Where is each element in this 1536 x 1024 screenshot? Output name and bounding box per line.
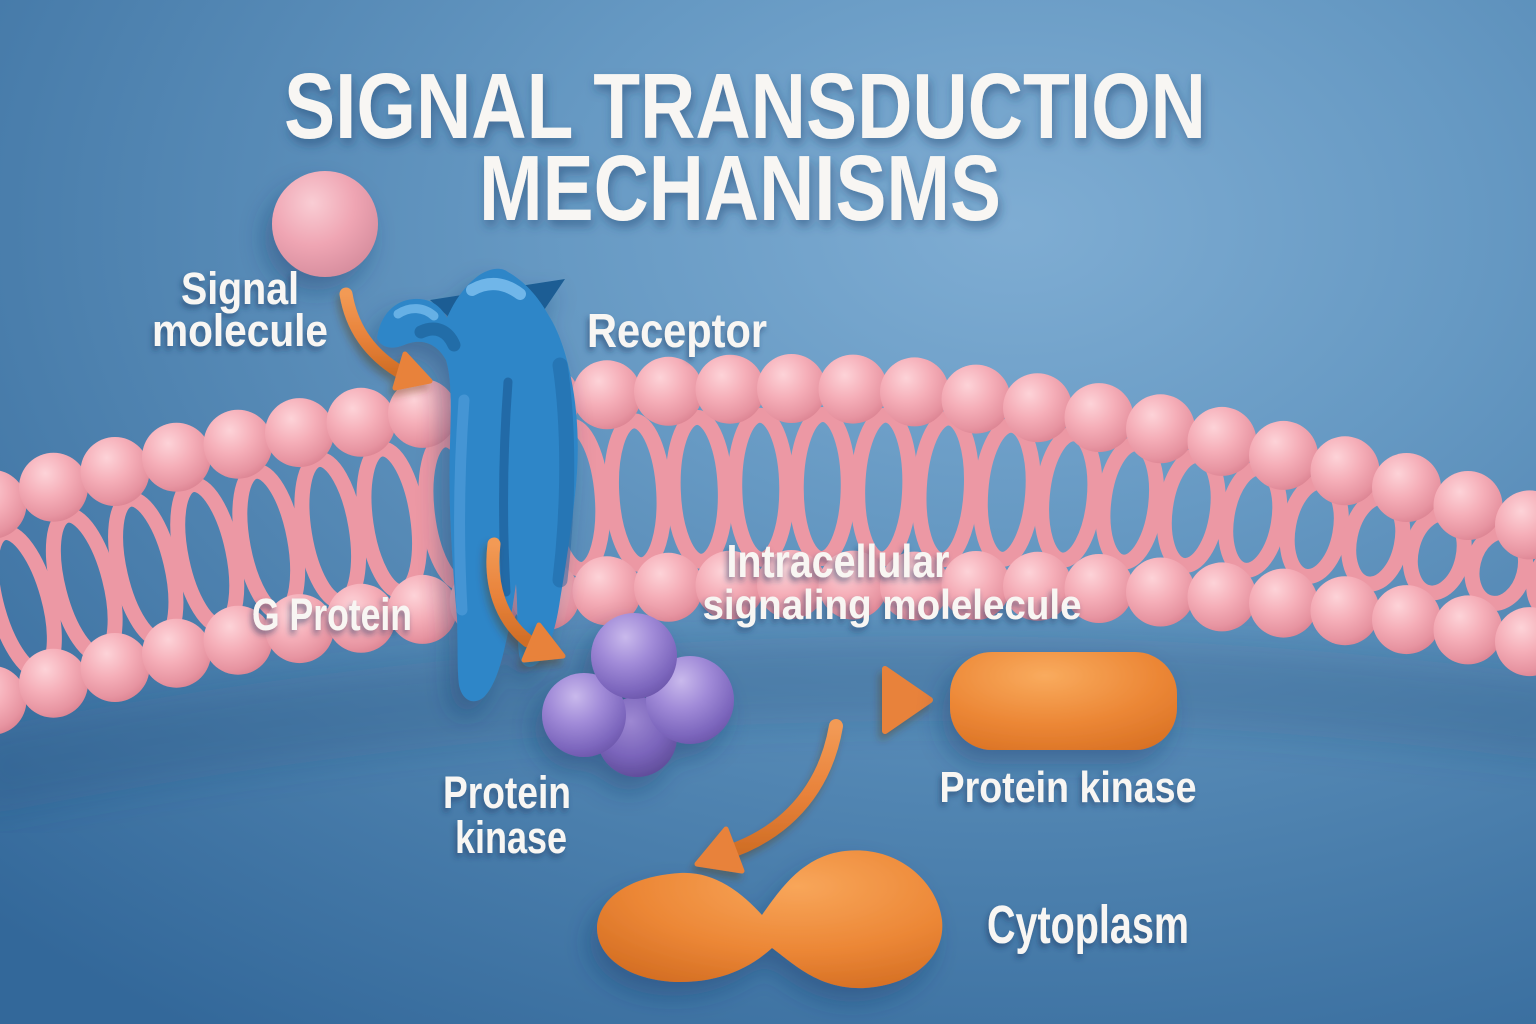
lipid-head bbox=[142, 618, 211, 688]
cytoplasm-protein-blob bbox=[597, 850, 943, 989]
lipid-tail bbox=[665, 409, 733, 569]
lipid-head bbox=[1310, 576, 1380, 646]
receptor-highlight-left bbox=[454, 394, 470, 616]
lipid-head bbox=[695, 354, 765, 424]
label-signal-molecule-line2: molecule bbox=[152, 305, 328, 356]
lipid-head bbox=[1495, 607, 1536, 677]
lipid-tail bbox=[1526, 543, 1536, 623]
label-intracellular-line1: Intracellular bbox=[727, 535, 950, 587]
title-line-1: SIGNAL TRANSDUCTION bbox=[284, 54, 1206, 158]
lipid-head bbox=[757, 550, 826, 619]
lipid-head bbox=[388, 574, 457, 644]
receptor-mouth-shade bbox=[414, 322, 461, 352]
g-protein-cluster bbox=[542, 613, 734, 777]
lipid-head bbox=[572, 360, 642, 430]
lipid-head bbox=[1495, 490, 1536, 560]
lipid-head bbox=[880, 551, 949, 621]
lipid-head bbox=[1249, 420, 1318, 490]
lipid-head bbox=[757, 354, 826, 423]
label-protein-kinase-right: Protein kinase bbox=[940, 763, 1197, 812]
label-receptor: Receptor bbox=[587, 305, 767, 358]
label-cytoplasm: Cytoplasm bbox=[987, 895, 1189, 955]
lipid-tail bbox=[727, 407, 795, 567]
lipid-head bbox=[941, 364, 1011, 434]
receptor-highlight-dome bbox=[466, 278, 526, 300]
lipid-head bbox=[142, 422, 211, 492]
lipid-head bbox=[203, 409, 273, 479]
protein-kinase-capsule bbox=[950, 652, 1177, 750]
diagram-labels: Signal molecule Receptor G Protein Intra… bbox=[152, 263, 1197, 955]
receptor-groove bbox=[499, 377, 513, 597]
receptor-protein bbox=[377, 268, 578, 702]
lipid-head bbox=[1187, 406, 1257, 476]
title-line-2: MECHANISMS bbox=[479, 136, 1001, 240]
lipid-head bbox=[1126, 557, 1195, 627]
lipid-head bbox=[695, 550, 765, 620]
arrow-kinase-to-cytoplasm bbox=[694, 719, 843, 874]
lipid-head bbox=[326, 387, 396, 457]
lipid-head bbox=[1187, 562, 1257, 632]
lipid-head bbox=[1064, 554, 1134, 623]
lipid-head bbox=[818, 550, 888, 620]
lipid-head bbox=[1372, 585, 1441, 655]
lipid-head bbox=[1003, 551, 1072, 621]
lipid-head bbox=[818, 354, 888, 424]
lipid-head bbox=[1433, 595, 1503, 665]
label-signal-molecule-line1: Signal bbox=[181, 263, 299, 314]
lipid-head bbox=[1126, 394, 1195, 464]
page-title: SIGNAL TRANSDUCTION MECHANISMS bbox=[284, 54, 1206, 240]
lipid-head bbox=[80, 633, 150, 702]
lipid-head bbox=[1372, 453, 1441, 522]
label-intracellular-line2: signaling molelecule bbox=[703, 581, 1082, 628]
lipid-head bbox=[572, 556, 642, 626]
lipid-tail bbox=[603, 413, 672, 573]
lipid-head bbox=[80, 437, 150, 506]
cell-membrane bbox=[0, 354, 1536, 734]
lipid-head bbox=[880, 357, 949, 427]
arrow-signal-to-receptor bbox=[339, 287, 433, 391]
label-g-protein: G Protein bbox=[252, 589, 412, 640]
signal-molecule-sphere bbox=[272, 171, 378, 277]
kinase-sphere-top bbox=[591, 613, 677, 699]
arrows bbox=[339, 287, 933, 874]
lipid-head bbox=[634, 552, 703, 622]
lipid-head bbox=[1433, 471, 1503, 540]
label-protein-kinase-left-line1: Protein bbox=[443, 767, 571, 818]
lipid-head bbox=[326, 583, 396, 653]
receptor-body bbox=[377, 268, 578, 702]
kinase-sphere-left bbox=[542, 673, 626, 757]
arrow-receptor-to-g-protein bbox=[486, 537, 566, 663]
lipid-head bbox=[19, 452, 88, 522]
lipid-head bbox=[203, 605, 273, 675]
membrane-shadow bbox=[0, 635, 1536, 813]
arrow-cluster-to-kinase bbox=[749, 666, 933, 734]
lipid-head bbox=[941, 551, 1011, 620]
lipid-head bbox=[19, 648, 88, 718]
lipid-head bbox=[1064, 383, 1134, 453]
lipid-head bbox=[388, 378, 457, 448]
receptor-shade-right bbox=[552, 357, 575, 588]
lipid-head bbox=[1310, 436, 1380, 506]
receptor-highlight-lobe bbox=[393, 304, 439, 321]
lipid-head bbox=[265, 398, 334, 468]
lipid-tail bbox=[788, 406, 856, 566]
lipid-head bbox=[1249, 568, 1318, 638]
lipid-tail bbox=[850, 407, 918, 567]
label-protein-kinase-left-line2: kinase bbox=[455, 812, 567, 863]
lipid-head bbox=[265, 594, 334, 664]
lipid-head bbox=[1003, 373, 1072, 443]
lipid-head bbox=[634, 356, 703, 426]
lipid-heads bbox=[0, 354, 1536, 734]
